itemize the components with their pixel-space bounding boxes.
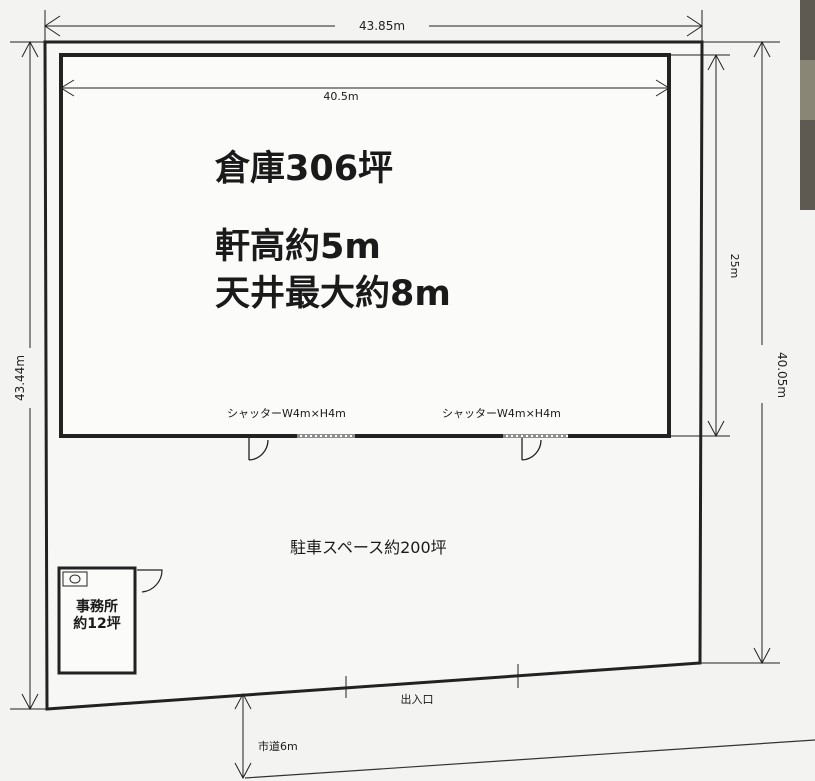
road-width-arrow-top [234, 692, 252, 710]
site-depth-left-label: 43.44m [13, 355, 27, 401]
office-toilet [62, 571, 88, 587]
site-depth-left-label-bg [22, 348, 38, 408]
warehouse-outline [59, 53, 671, 438]
warehouse-depth-label: 25m [728, 254, 741, 279]
site-width-label-bg [335, 17, 429, 33]
photo-edge-highlight [800, 60, 815, 120]
site-width-label: 43.85m [359, 19, 405, 33]
warehouse-width-label: 40.5m [323, 90, 358, 103]
road-label: 市道6m [258, 739, 298, 753]
shutter-label-left: シャッターW4m×H4m [227, 407, 346, 420]
warehouse-ceiling-height-label: 天井最大約8m [215, 274, 451, 314]
warehouse-width-arrow-right [655, 79, 670, 97]
office-name-label: 事務所 [76, 598, 118, 615]
warehouse-eave-height-label: 軒高約5m [215, 227, 381, 267]
warehouse-area-label: 倉庫306坪 [214, 149, 393, 189]
office-area-label: 約12坪 [73, 615, 120, 632]
toilet-bowl-icon [69, 574, 81, 584]
road-width-arrow-bottom [234, 762, 252, 780]
office-door [137, 569, 163, 593]
site-depth-right-label-bg [754, 345, 770, 403]
site-depth-right-label: 40.05m [775, 352, 789, 398]
road-edge-line [244, 739, 815, 779]
warehouse-door-left [248, 438, 269, 461]
warehouse-width-arrow-left [60, 79, 75, 97]
shutter-label-right: シャッターW4m×H4m [442, 407, 561, 420]
parking-area-label: 駐車スペース約200坪 [290, 538, 447, 557]
warehouse-door-right [521, 438, 542, 461]
entrance-label: 出入口 [401, 692, 434, 706]
